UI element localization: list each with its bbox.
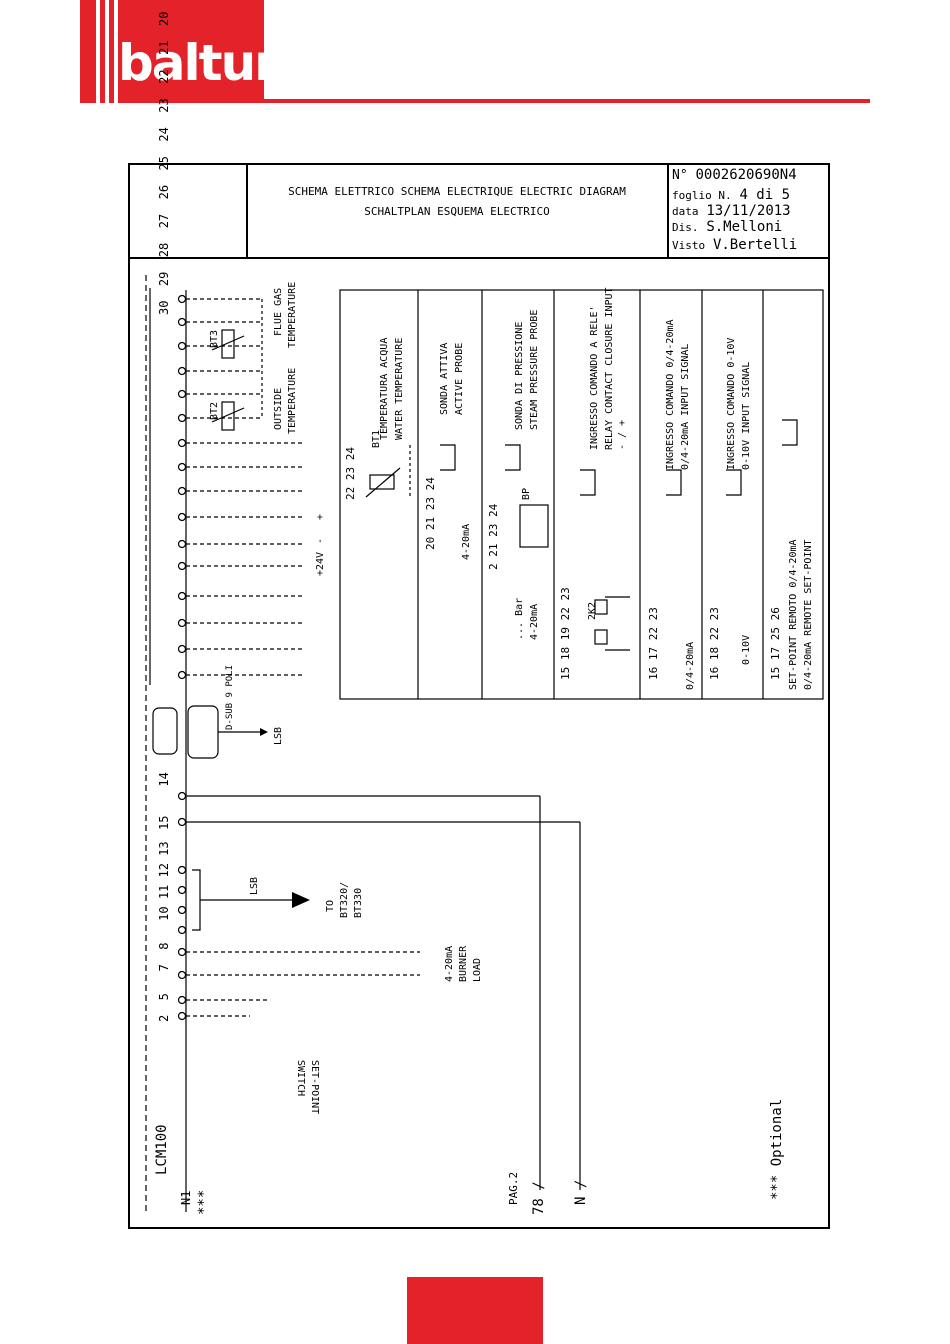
bt1-label: BT1	[371, 429, 382, 448]
option-1-title: TEMPERATURA ACQUA	[379, 337, 390, 440]
outside-label-2: TEMPERATURE	[287, 367, 298, 434]
option-1-terminals: 22 23 24	[344, 447, 357, 500]
optional-note: *** Optional	[769, 1098, 785, 1200]
lsb-label: LSB	[273, 726, 284, 745]
option-4-polarity: - / +	[617, 419, 628, 450]
option-2-subtitle: ACTIVE PROBE	[454, 342, 465, 415]
header-rule	[264, 99, 870, 103]
plus24-label: +24V	[315, 551, 326, 576]
to-label-3: BT330	[353, 887, 364, 918]
bt3-label: BT3	[209, 329, 220, 348]
option-5-title: INGRESSO COMANDO 0/4-20mA	[665, 319, 676, 470]
option-3-title: SONDA DI PRESSIONE	[514, 321, 525, 430]
title-divider	[246, 163, 248, 259]
drawing-frame	[128, 163, 830, 1229]
drawing-title: SCHEMA ELETTRICO SCHEMA ELECTRIQUE ELECT…	[288, 185, 626, 198]
flue-gas-label-2: TEMPERATURE	[287, 281, 298, 348]
date-info: data 13/11/2013	[672, 203, 791, 219]
setpoint-label: SET-POINT	[309, 1060, 320, 1115]
title-block	[128, 163, 830, 259]
drawing-subtitle: SCHALTPLAN ESQUEMA ELECTRICO	[364, 205, 550, 218]
burner-load-label-2: BURNER	[458, 945, 469, 982]
flue-gas-label: FLUE GAS	[273, 287, 284, 336]
terminal-block-upper: 30 29 28 27 26 25 24 23 22 21 20 2 19 18…	[157, 0, 171, 315]
drawn-by: Dis. S.Melloni	[672, 219, 783, 235]
minus-label: -	[315, 537, 326, 544]
option-1-subtitle: WATER TEMPERATURE	[394, 337, 405, 440]
option-3-terminals: 2 21 23 24	[487, 503, 500, 570]
option-3-range2: 4-20mA	[529, 603, 540, 640]
title-divider	[667, 163, 669, 259]
option-3-subtitle: STEAM PRESSURE PROBE	[529, 309, 540, 430]
option-5-subtitle: 0/4-20mA INPUT SIGNAL	[680, 343, 691, 470]
bt2-label: BT2	[209, 401, 220, 420]
option-7-title: SET-POINT REMOTO 0/4-20mA	[788, 539, 799, 690]
logo-stripes	[96, 0, 118, 103]
stars-label: ***	[196, 1189, 212, 1215]
outside-label: OUTSIDE	[273, 387, 284, 430]
option-3-range: ... Bar	[514, 597, 525, 640]
sheet-info: foglio N. 4 di 5	[672, 187, 791, 203]
option-4-title: INGRESSO COMANDO A RELE'	[589, 305, 600, 451]
plus-label: +	[315, 513, 326, 520]
pag-label: PAG.2	[507, 1171, 520, 1205]
option-4-terminals: 15 18 19 22 23	[559, 587, 572, 680]
dsub-label: D-SUB 9 POLI	[225, 664, 235, 730]
logo-text: baltur	[118, 34, 279, 92]
option-5-terminals: 16 17 22 23	[647, 607, 660, 680]
module-label: LCM100	[154, 1124, 170, 1175]
option-6-subtitle: 0-10V INPUT SIGNAL	[741, 361, 752, 470]
drawing-number: N° 0002620690N4	[672, 167, 797, 183]
option-2-sub: 4-20mA	[461, 523, 472, 560]
lsb-bus-label: LSB	[249, 876, 260, 895]
burner-load-label-3: LOAD	[472, 957, 483, 982]
option-5-sub: 0/4-20mA	[685, 641, 696, 690]
terminal-block-mid: 15 14	[157, 772, 171, 830]
option-2-terminals: 20 21 23 24	[424, 477, 437, 550]
to-label: TO	[325, 899, 336, 912]
option-3-bp: BP	[521, 487, 532, 500]
switch-label: SWITCH	[295, 1060, 306, 1097]
to-label-2: BT320/	[339, 881, 350, 918]
option-7-terminals: 15 17 25 26	[769, 607, 782, 680]
wire-n-label: N /	[573, 1179, 589, 1205]
option-6-terminals: 16 18 22 23	[708, 607, 721, 680]
option-4-relay: 2K2	[587, 601, 598, 620]
wire-78-label: 78 /	[531, 1181, 547, 1215]
footer-tab	[407, 1277, 543, 1344]
checked-by: Visto V.Bertelli	[672, 237, 798, 253]
option-4-subtitle: RELAY CONTACT CLOSURE INPUT	[604, 287, 615, 450]
burner-load-label: 4-20mA	[444, 945, 455, 982]
terminal-block-lower: 2 5 7 8 10 11 12 13	[157, 841, 171, 1022]
option-6-sub: 0-10V	[741, 634, 752, 665]
option-6-title: INGRESSO COMANDO 0-10V	[726, 337, 737, 470]
n1-label: N1	[179, 1190, 193, 1205]
option-2-title: SONDA ATTIVA	[439, 342, 450, 415]
option-7-subtitle: 0/4-20mA REMOTE SET-POINT	[803, 539, 814, 690]
